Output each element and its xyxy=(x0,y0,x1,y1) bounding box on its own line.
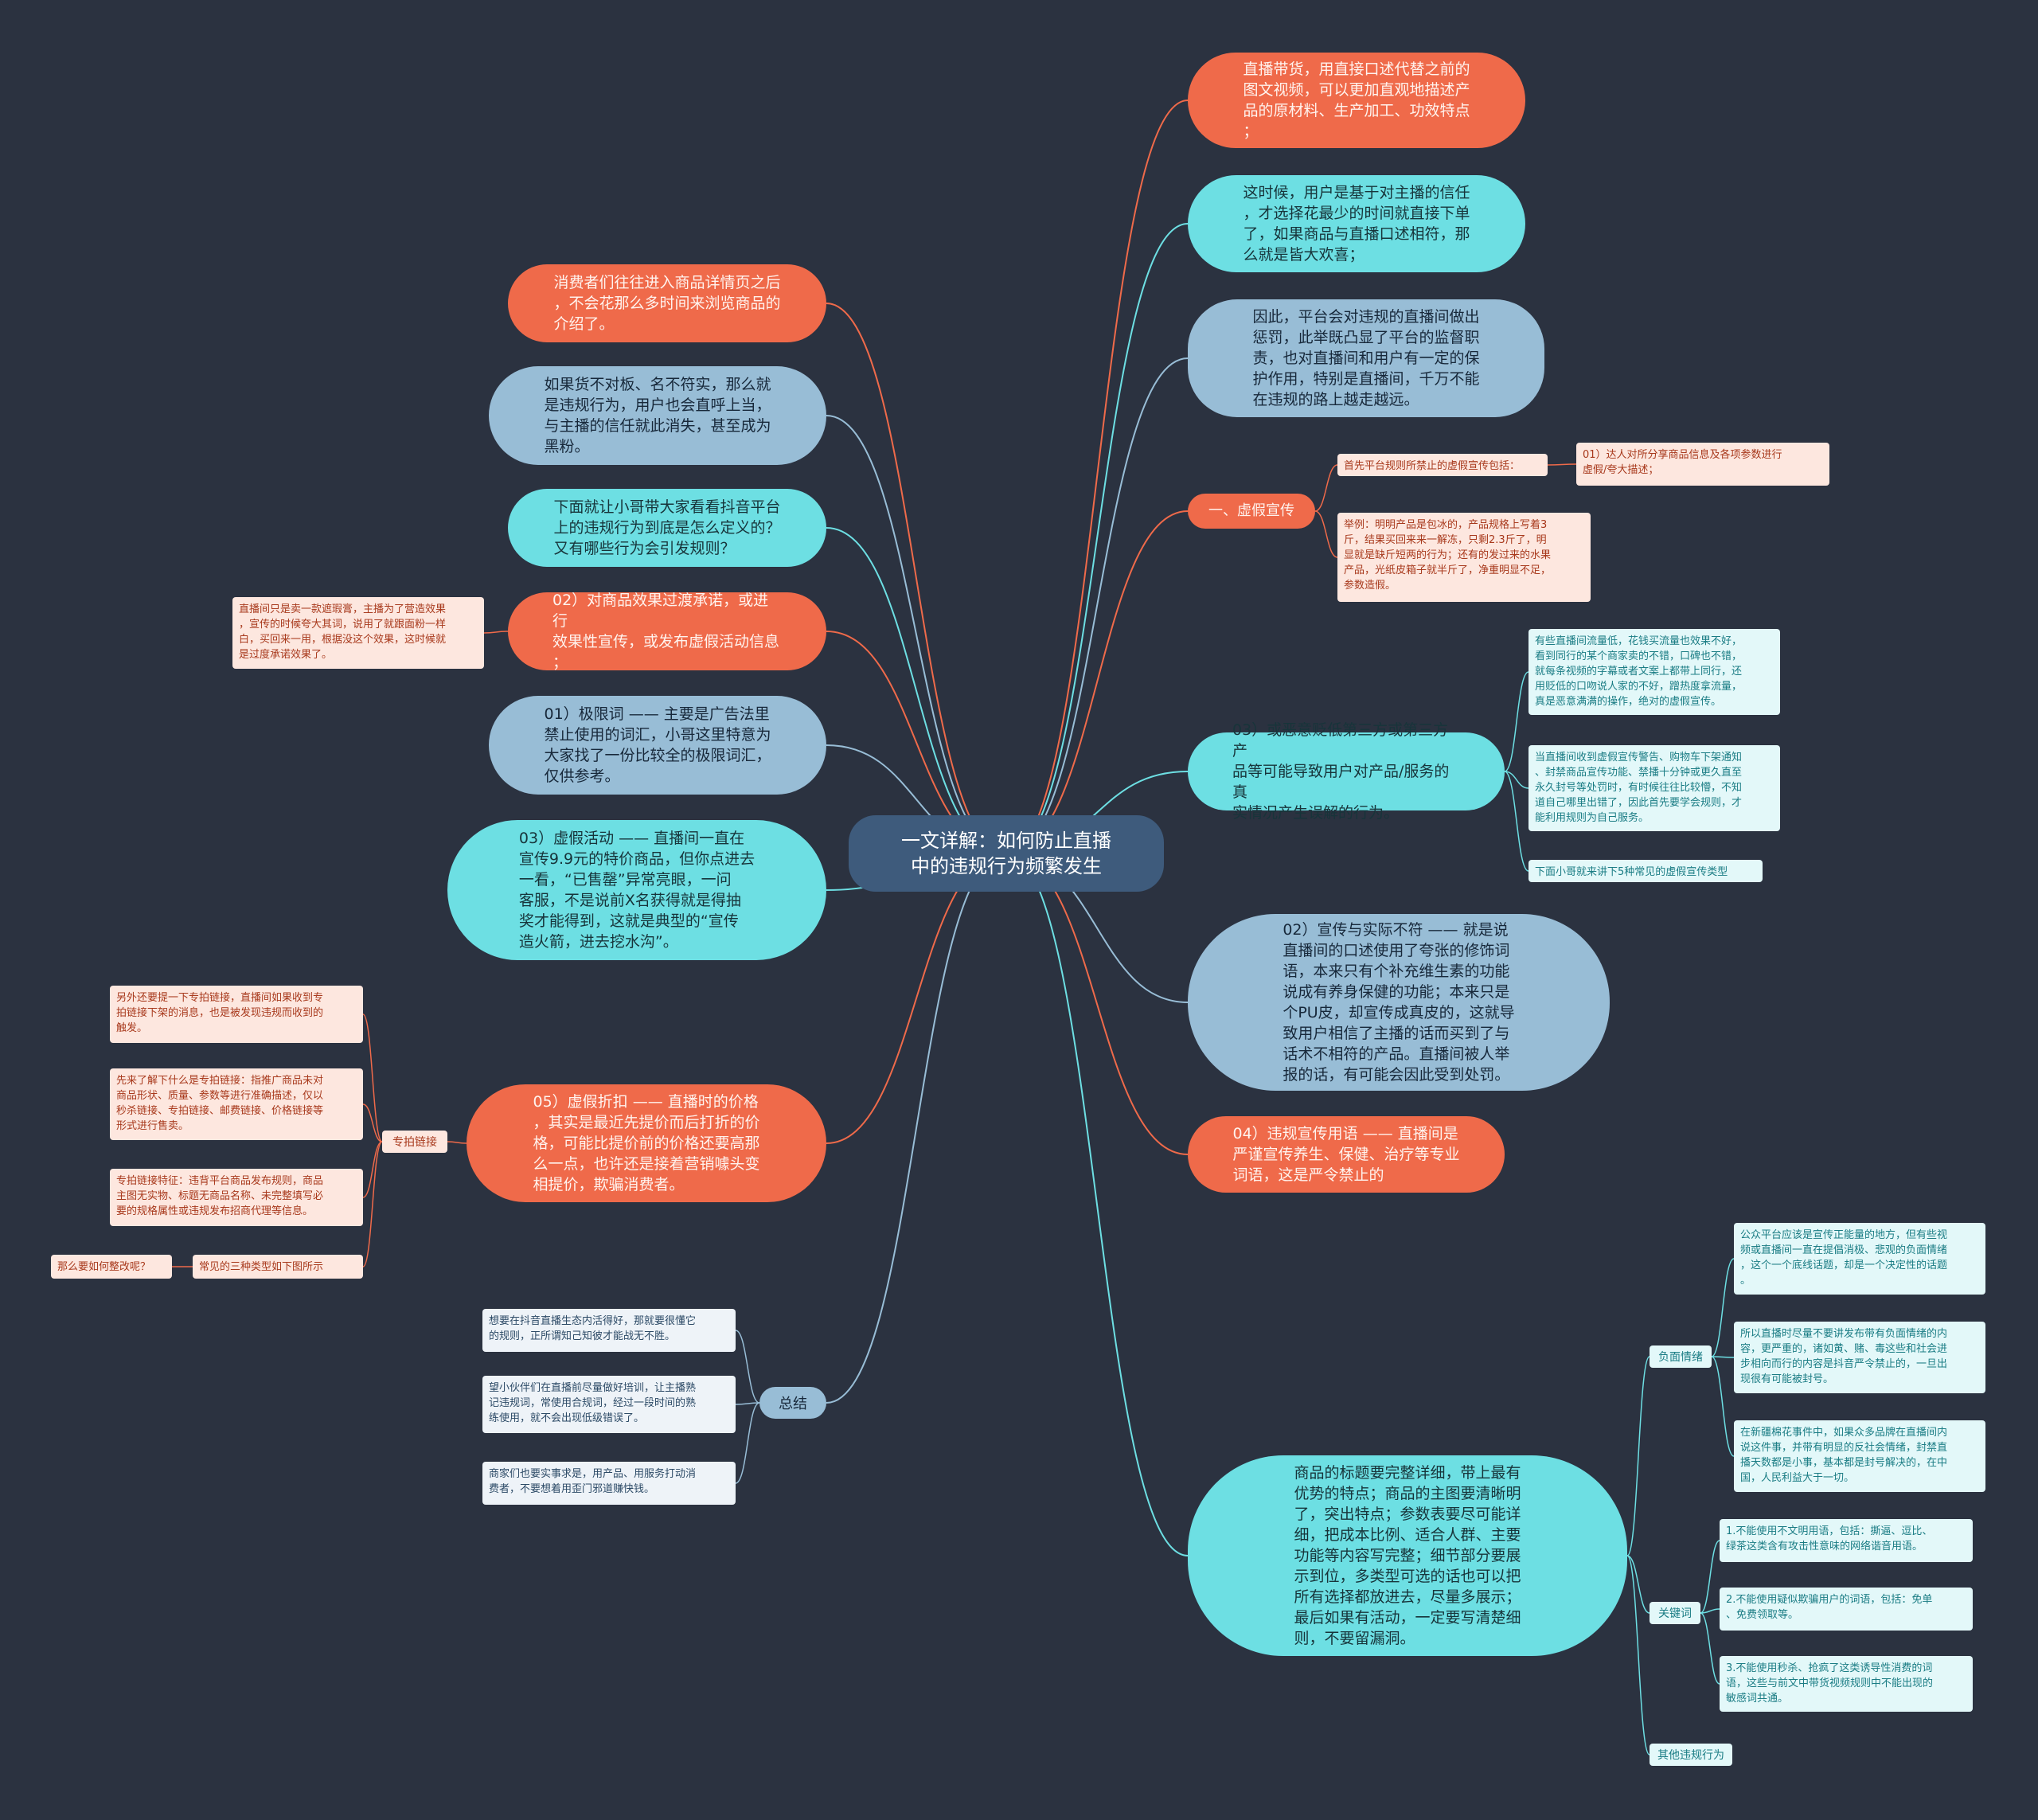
link-r4-a1 xyxy=(1547,463,1577,466)
left-node-3[interactable]: 下面就让小哥带大家看看抖音平台 上的违规行为到底是怎么定义的？ 又有哪些行为会引… xyxy=(508,489,826,567)
left-node-4[interactable]: 02）对商品效果过渡承诺，或进行 效果性宣传，或发布虚假活动信息 ； xyxy=(508,592,826,671)
note-fake-promo-intro: 首先平台规则所禁止的虚假宣传包括： xyxy=(1337,454,1548,476)
note-fake-promo-01: 01）达人对所分享商品信息及各项参数进行 虚假/夸大描述； xyxy=(1576,443,1829,486)
note-neg-3: 在新疆棉花事件中，如果众多品牌在直播间内 说这件事，并带有明显的反社会情绪，封禁… xyxy=(1734,1420,1985,1492)
link-kw-1 xyxy=(1700,1540,1720,1614)
left-node-6[interactable]: 03）虚假活动 —— 直播间一直在 宣传9.9元的特价商品，但你点进去 一看，“… xyxy=(447,820,826,960)
right-node-8[interactable]: 商品的标题要完整详细，带上最有 优势的特点；商品的主图要清晰明 了，突出特点；参… xyxy=(1188,1455,1627,1656)
note-neg-2: 所以直播时尽量不要讲发布带有负面情绪的内 容，更严重的，诸如黄、赌、毒这些和社会… xyxy=(1734,1322,1985,1393)
link-central-r8 xyxy=(1005,853,1189,1556)
link-sum-b xyxy=(735,1402,760,1405)
link-central-r2 xyxy=(1005,223,1189,854)
note-neg-1: 公众平台应该是宣传正能量的地方，但有些视 频或直播间一直在提倡消极、悲观的负面情… xyxy=(1734,1223,1985,1295)
right-node-3[interactable]: 因此，平台会对违规的直播间做出 惩罚，此举既凸显了平台的监督职 责，也对直播间和… xyxy=(1188,299,1544,417)
link-central-r3 xyxy=(1005,357,1189,854)
left-node-7[interactable]: 05）虚假折扣 —— 直播时的价格 ，其实是最近先提价而后打折的价 格，可能比提… xyxy=(467,1084,826,1202)
link-r8-other xyxy=(1626,1555,1650,1756)
link-central-r4 xyxy=(1005,510,1189,854)
link-sum-a xyxy=(735,1330,760,1404)
left-node-summary[interactable]: 总结 xyxy=(759,1387,826,1419)
link-r5-c xyxy=(1504,771,1529,872)
tag-other-violations[interactable]: 其他违规行为 xyxy=(1650,1744,1732,1766)
link-central-r7 xyxy=(1005,853,1189,1155)
link-central-l2 xyxy=(826,415,1007,854)
link-central-l7 xyxy=(826,853,1007,1144)
note-l7-e: 那么要如何整改呢？ xyxy=(51,1255,172,1279)
link-r4-a xyxy=(1314,464,1338,512)
link-l7-tag xyxy=(447,1141,467,1144)
link-l7-c xyxy=(362,1141,383,1198)
link-r5-b xyxy=(1504,771,1529,789)
link-neg-1 xyxy=(1711,1258,1735,1357)
link-kw-2 xyxy=(1700,1608,1720,1614)
link-r8-kw xyxy=(1626,1555,1650,1614)
link-r8-neg xyxy=(1626,1356,1650,1556)
link-sum-c xyxy=(735,1402,760,1484)
right-node-7[interactable]: 04）违规宣传用语 —— 直播间是 严谨宣传养生、保健、治疗等专业 词语，这是严… xyxy=(1188,1116,1505,1193)
left-node-5[interactable]: 01）极限词 —— 主要是广告法里 禁止使用的词汇，小哥这里特意为 大家找了一份… xyxy=(489,696,826,795)
note-summary-c: 商家们也要实事求是，用产品、用服务打动消 费者，不要想着用歪门邪道赚快钱。 xyxy=(482,1462,736,1505)
note-l7-d: 常见的三种类型如下图所示 xyxy=(193,1255,363,1279)
link-central-l1 xyxy=(826,303,1007,854)
central-topic[interactable]: 一文详解：如何防止直播 中的违规行为频繁发生 xyxy=(849,815,1164,892)
tag-negative-emotion[interactable]: 负面情绪 xyxy=(1650,1345,1712,1368)
note-summary-a: 想要在抖音直播生态内活得好，那就要很懂它 的规则，正所谓知己知彼才能战无不胜。 xyxy=(482,1309,736,1352)
link-r5-a xyxy=(1504,671,1529,772)
link-central-r1 xyxy=(1005,100,1189,854)
link-l7-d xyxy=(362,1141,383,1267)
note-l7-b: 先来了解下什么是专拍链接：指推广商品未对 商品形状、质量、参数等进行准确描述，仅… xyxy=(110,1068,363,1140)
link-l7-b xyxy=(362,1103,383,1142)
note-l7-a: 另外还要提一下专拍链接，直播间如果收到专 拍链接下架的消息，也是被发现违规而收到… xyxy=(110,986,363,1043)
tag-keywords[interactable]: 关键词 xyxy=(1650,1602,1700,1624)
link-central-l8 xyxy=(826,853,1007,1404)
right-node-2[interactable]: 这时候，用户是基于对主播的信任 ，才选择花最少的时间就直接下单 了，如果商品与直… xyxy=(1188,175,1525,272)
note-kw-1: 1.不能使用不文明用语，包括：撕逼、逗比、 绿茶这类含有攻击性意味的网络谐音用语… xyxy=(1720,1519,1973,1562)
right-node-1[interactable]: 直播带货，用直接口述代替之前的 图文视频，可以更加直观地描述产 品的原材料、生产… xyxy=(1188,53,1525,148)
right-node-fake-promo[interactable]: 一、虚假宣传 xyxy=(1188,494,1315,529)
note-kw-2: 2.不能使用疑似欺骗用户的词语，包括：免单 、免费领取等。 xyxy=(1720,1588,1973,1631)
note-fake-promo-example: 举例：明明产品是包冰的，产品规格上写着3 斤，结果买回来来一解冻，只剩2.3斤了… xyxy=(1337,513,1591,602)
link-l4-note xyxy=(483,631,509,634)
note-l4: 直播间只是卖一款遮瑕膏，主播为了营造效果 ，宣传的时候夸大其词，说用了就跟面粉一… xyxy=(232,597,484,669)
left-node-2[interactable]: 如果货不对板、名不符实，那么就 是违规行为，用户也会直呼上当， 与主播的信任就此… xyxy=(489,366,826,465)
note-r5-c: 下面小哥就来讲下5种常见的虚假宣传类型 xyxy=(1528,860,1763,882)
note-kw-3: 3.不能使用秒杀、抢疯了这类诱导性消费的词 语，这些与前文中带货视频规则中不能出… xyxy=(1720,1656,1973,1712)
note-r5-b: 当直播间收到虚假宣传警告、购物车下架通知 、封禁商品宣传功能、禁播十分钟或更久直… xyxy=(1528,745,1780,831)
right-node-5[interactable]: 03）或恶意贬低第三方或第三方产 品等可能导致用户对产品/服务的真 实情况产生误… xyxy=(1188,721,1505,822)
tag-exclusive-link[interactable]: 专拍链接 xyxy=(382,1131,447,1153)
link-r4-b xyxy=(1314,510,1338,558)
note-r5-a: 有些直播间流量低，花钱买流量也效果不好， 看到同行的某个商家卖的不错，口碑也不错… xyxy=(1528,629,1780,715)
note-l7-c: 专拍链接特征：违背平台商品发布规则，商品 主图无实物、标题无商品名称、未完整填写… xyxy=(110,1169,363,1226)
left-node-1[interactable]: 消费者们往往进入商品详情页之后 ，不会花那么多时间来浏览商品的 介绍了。 xyxy=(508,264,826,342)
link-neg-3 xyxy=(1711,1356,1735,1457)
link-l7-a xyxy=(362,1013,383,1142)
note-summary-b: 望小伙伴们在直播前尽量做好培训，让主播熟 记违规词，常使用合规词，经过一段时间的… xyxy=(482,1376,736,1433)
right-node-6[interactable]: 02）宣传与实际不符 —— 就是说 直播间的口述使用了夸张的修饰词 语，本来只有… xyxy=(1188,914,1610,1091)
link-kw-3 xyxy=(1700,1612,1720,1685)
